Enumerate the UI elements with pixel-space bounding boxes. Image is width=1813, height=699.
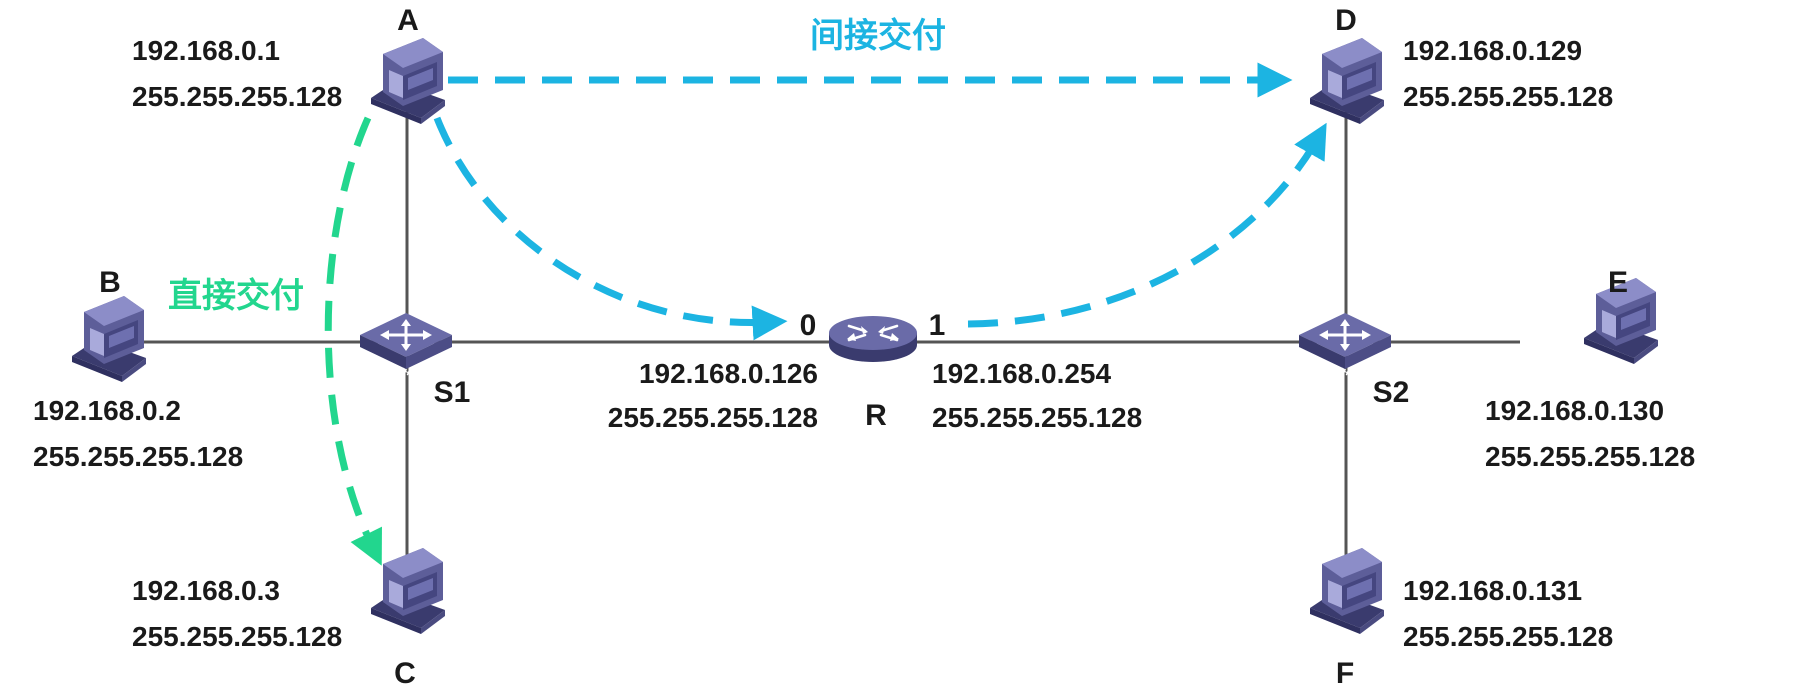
host-b-ip: 192.168.0.2 <box>33 395 181 426</box>
indirect-delivery-arrows <box>433 62 1327 341</box>
router-r-router-icon <box>827 314 919 364</box>
host-d-name: D <box>1335 4 1357 37</box>
router-port1-label: 1 <box>929 309 946 342</box>
host-e-name: E <box>1608 266 1628 299</box>
host-f-ip: 192.168.0.131 <box>1403 575 1582 606</box>
host-b-mask: 255.255.255.128 <box>33 441 243 472</box>
switch-s1-name: S1 <box>434 376 471 409</box>
switch-s2[interactable]: SWITCH <box>1297 311 1393 378</box>
router-port0-mask: 255.255.255.128 <box>608 402 818 433</box>
host-f-mask: 255.255.255.128 <box>1403 621 1613 652</box>
direct-delivery-label: 直接交付 <box>168 276 304 315</box>
host-c-ip: 192.168.0.3 <box>132 575 280 606</box>
host-c-mask: 255.255.255.128 <box>132 621 342 652</box>
router-port0-label: 0 <box>800 309 817 342</box>
host-c-computer-icon[interactable] <box>371 548 445 634</box>
indirect-arrow-router-to-d <box>967 122 1327 328</box>
host-d-mask: 255.255.255.128 <box>1403 81 1613 112</box>
host-e-ip: 192.168.0.130 <box>1485 395 1664 426</box>
host-d-ip: 192.168.0.129 <box>1403 35 1582 66</box>
switch-s2-name: S2 <box>1373 376 1410 409</box>
indirect-arrow-a-to-router <box>433 116 788 341</box>
host-a-name: A <box>397 4 419 37</box>
router-port0-ip: 192.168.0.126 <box>639 358 818 389</box>
switch-s1-switch-icon <box>358 311 454 371</box>
switch-s2-switch-icon <box>1297 311 1393 371</box>
host-c-name: C <box>394 657 416 690</box>
router-port1-mask: 255.255.255.128 <box>932 402 1142 433</box>
host-a-mask: 255.255.255.128 <box>132 81 342 112</box>
switch-s1[interactable]: SWITCH <box>358 311 454 378</box>
router-device-text: ROUTER <box>857 374 890 382</box>
host-b-computer-icon[interactable] <box>72 296 146 382</box>
direct-arrow-a-to-c <box>324 116 382 566</box>
host-d-computer-icon[interactable] <box>1310 38 1384 124</box>
router-name: R <box>865 399 887 432</box>
host-e-mask: 255.255.255.128 <box>1485 441 1695 472</box>
indirect-delivery-label: 间接交付 <box>810 16 946 55</box>
host-f-computer-icon[interactable] <box>1310 548 1384 634</box>
host-a-computer-icon[interactable] <box>371 38 445 124</box>
host-f-name: F <box>1336 657 1354 690</box>
host-a-ip: 192.168.0.1 <box>132 35 280 66</box>
router-port1-ip: 192.168.0.254 <box>932 358 1111 389</box>
router-r[interactable]: ROUTER <box>827 314 919 382</box>
host-b-name: B <box>99 266 121 299</box>
